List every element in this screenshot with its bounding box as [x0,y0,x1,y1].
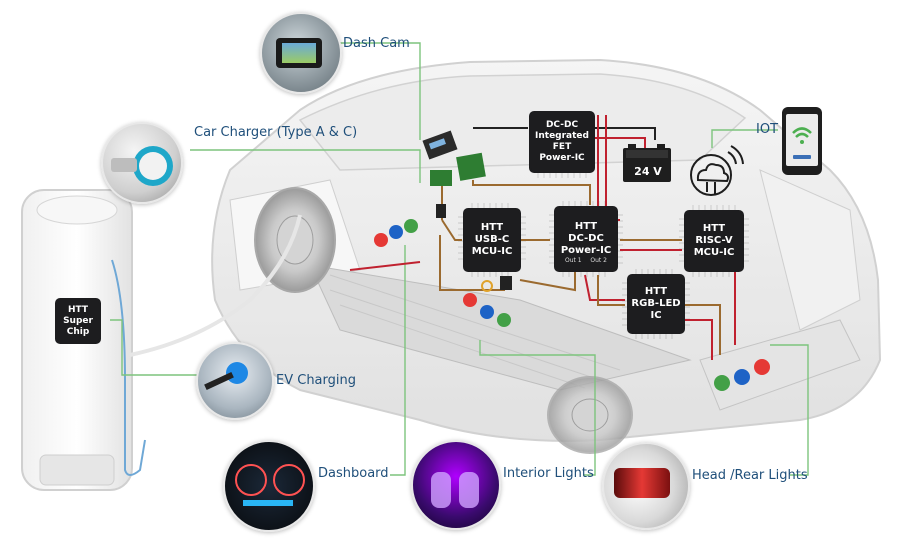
chip-label-line: HTT [67,304,89,315]
dashboard-label: Dashboard [318,466,389,481]
riscv-mcu-chip: HTT RISC-V MCU-IC [679,205,749,277]
dcdc-power-chip: HTT DC-DC Power-IC Out 1 Out 2 [549,201,623,277]
connector-lines [110,42,809,476]
chip-label-line: Integrated [535,131,589,141]
dash-cam-photo [260,12,342,94]
leds-front [374,219,418,247]
car-charger-label: Car Charger (Type A & C) [194,125,358,140]
usbc-mcu-chip: HTT USB-C MCU-IC [458,203,526,277]
dashboard-photo [223,440,315,532]
chip-label-line: RGB-LED [631,298,681,309]
chip-output-1-label: Out 1 [565,257,582,264]
interior-lights-label: Interior Lights [503,466,594,481]
dcdc-fet-chip: DC-DC Integrated FET Power-IC [524,106,600,178]
chip-output-2-label: Out 2 [590,257,607,264]
chip-label-line: MCU-IC [471,246,513,257]
chip-label-line: HTT [574,221,598,232]
battery-label: 24 V [634,165,662,178]
ev-charging-label: EV Charging [276,373,356,388]
chip-label-line: HTT [644,286,668,297]
rgb-led-chip: HTT RGB-LED IC [622,269,690,339]
battery-24v [623,144,671,182]
super-chip: HTT Super Chip [50,293,106,349]
chip-label-line: Chip [66,326,90,337]
chip-label-line: IC [650,310,662,321]
chip-label-line: Power-IC [539,153,585,163]
dash-cam-label: Dash Cam [343,36,410,51]
head-rear-lights-photo [602,442,690,530]
usb-modules [422,130,512,292]
chip-label-line: HTT [480,222,504,233]
chip-label-line: DC-DC [568,233,604,244]
interior-lights-photo [411,440,501,530]
chip-label-line: FET [552,142,572,152]
chip-label-line: RISC-V [695,235,733,246]
iot-cloud-icon [690,145,744,196]
leds-rear [714,359,770,391]
leds-interior [463,293,511,327]
chip-label-line: Super [63,315,93,326]
ev-charging-photo [196,342,274,420]
chip-label-line: USB-C [474,234,510,245]
chip-label-line: Power-IC [560,245,612,256]
car-charger-photo [101,122,183,204]
chip-label-line: MCU-IC [693,247,735,258]
chip-label-line: HTT [702,223,726,234]
iot-label: IOT [756,122,779,137]
phone-icon [782,107,822,175]
head-rear-lights-label: Head /Rear Lights [692,468,808,483]
chip-label-line: DC-DC [545,120,579,130]
